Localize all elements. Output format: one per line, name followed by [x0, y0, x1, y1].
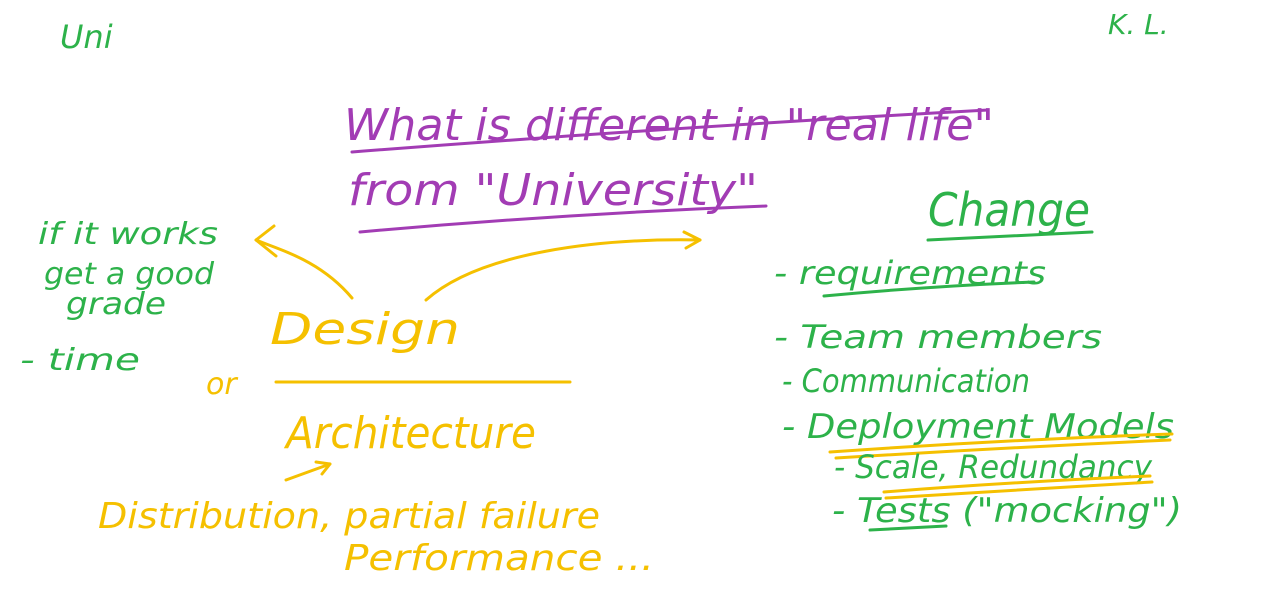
center-design: Design	[270, 304, 460, 355]
center-or: or	[206, 367, 238, 402]
corner-note-uni: Uni	[60, 18, 113, 56]
heading-underline-1	[350, 108, 990, 154]
deployment-highlight-2	[834, 438, 1172, 460]
uni-note-if-it-works: if it works	[38, 217, 218, 252]
tests-underline	[868, 524, 948, 532]
center-distribution: Distribution, partial failure	[98, 496, 600, 537]
uni-note-time: - time	[20, 343, 140, 378]
arrow-to-architecture	[284, 460, 332, 482]
change-item-communication: - Communication	[782, 362, 1030, 400]
arrow-to-university-notes	[254, 238, 354, 300]
change-item-requirements: - requirements	[774, 254, 1046, 292]
center-performance: Performance ...	[344, 538, 654, 579]
arrow-to-change-list	[424, 238, 702, 302]
change-item-tests-mocking: - Tests ("mocking")	[832, 491, 1182, 531]
uni-note-get-a-good: get a good	[44, 257, 215, 292]
requirements-underline	[822, 280, 1036, 298]
deployment-highlight-1	[828, 432, 1174, 454]
corner-note-initials: K. L.	[1108, 8, 1169, 41]
change-item-deployment-models: - Deployment Models	[782, 407, 1174, 447]
scale-highlight-1	[882, 474, 1152, 494]
arrow-head-right	[682, 230, 702, 250]
change-item-team-members: - Team members	[774, 318, 1102, 356]
arrow-head-left	[254, 224, 278, 258]
heading-line-2: from "University"	[348, 165, 758, 216]
scale-highlight-2	[884, 480, 1154, 500]
uni-note-grade: grade	[66, 287, 166, 322]
heading-line-1: What is different in "real life"	[344, 100, 994, 151]
change-title-underline	[926, 230, 1094, 242]
change-item-scale-redundancy: - Scale, Redundancy	[834, 448, 1153, 486]
change-title: Change	[928, 183, 1090, 237]
heading-underline-2	[358, 204, 768, 234]
center-architecture: Architecture	[283, 408, 536, 459]
